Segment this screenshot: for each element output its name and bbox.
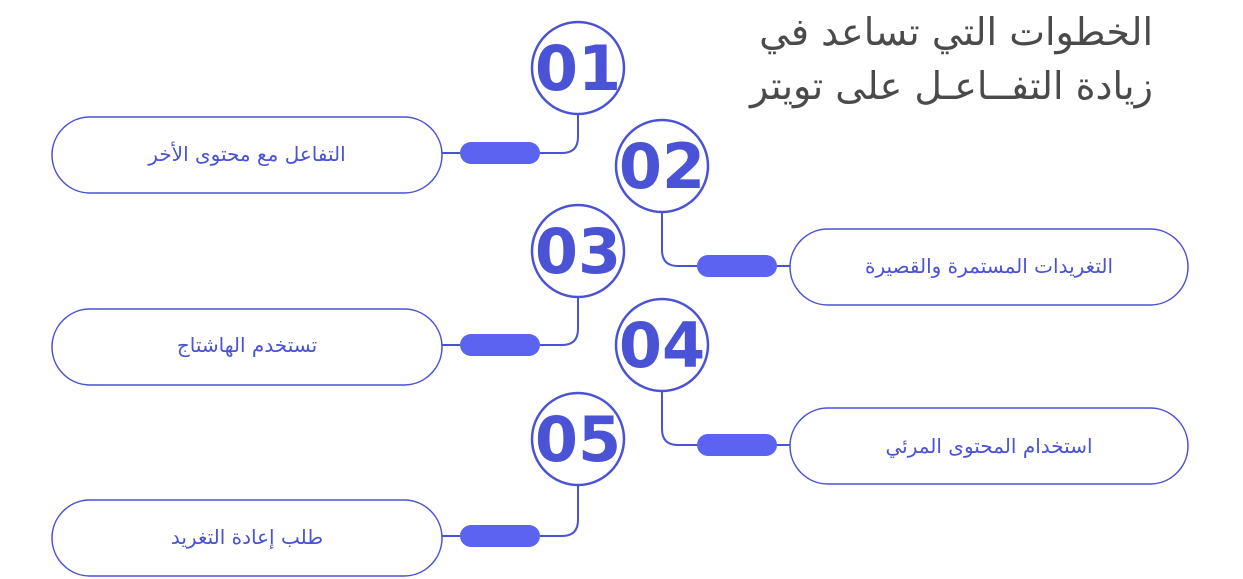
step-1-pill <box>460 142 540 164</box>
step-4-number: 04 <box>619 309 705 382</box>
step-2-label: التغريدات المستمرة والقصيرة <box>864 254 1114 278</box>
step-1-box <box>51 116 443 194</box>
title-line-1: الخطوات التي تساعد في <box>759 10 1153 54</box>
step-2-number: 02 <box>619 130 705 203</box>
step-4-label: استخدام المحتوى المرئي <box>885 434 1093 458</box>
step-3-label: تستخدم الهاشتاج <box>176 333 318 357</box>
step-3-box <box>51 308 443 386</box>
title-line-2: زيادة التفــاعـل على تويتر <box>750 64 1153 108</box>
step-3-connector <box>540 297 579 346</box>
step-3-pill <box>460 334 540 356</box>
step-4-connector <box>661 391 697 446</box>
step-5-pill <box>460 525 540 547</box>
step-5-label: طلب إعادة التغريد <box>170 525 324 549</box>
step-4-box <box>789 407 1189 485</box>
step-5-box <box>51 499 443 577</box>
step-2-connector <box>661 212 697 267</box>
step-5-connector <box>540 485 579 537</box>
step-1-connector <box>540 114 579 154</box>
step-2-pill <box>697 255 777 277</box>
step-1-number: 01 <box>535 32 621 105</box>
step-1-label: التفاعل مع محتوى الأخر <box>148 142 346 166</box>
step-4-pill <box>697 434 777 456</box>
step-2-box <box>789 228 1189 306</box>
step-5-number: 05 <box>535 403 621 476</box>
step-3-number: 03 <box>535 215 621 288</box>
